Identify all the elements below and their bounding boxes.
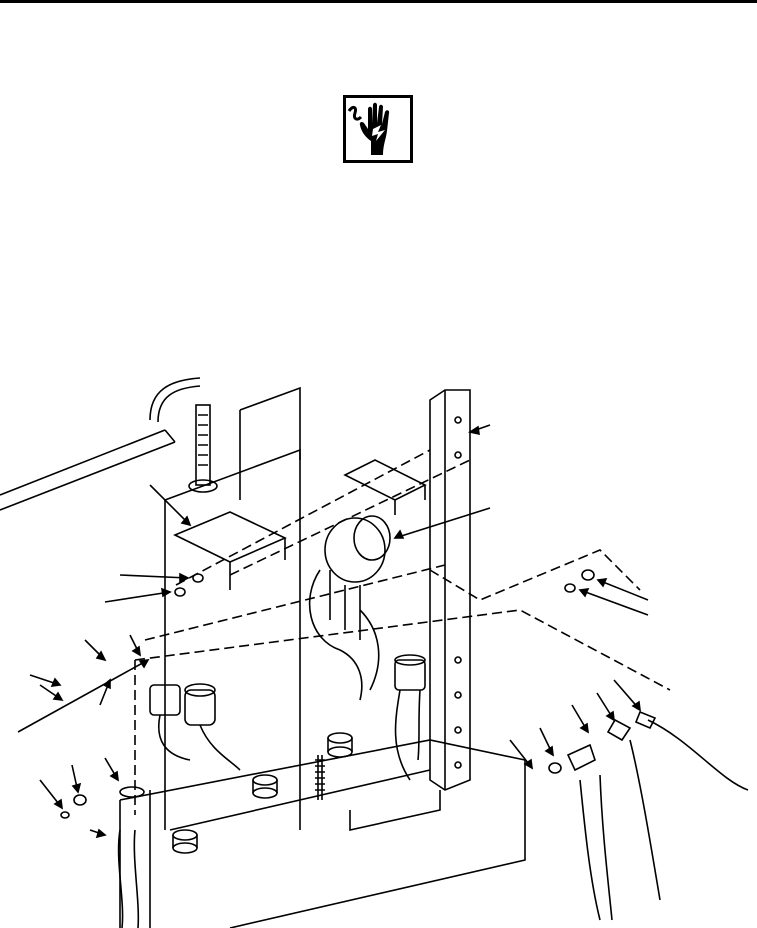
electrical-hazard-icon — [343, 95, 413, 163]
header-rule — [0, 0, 757, 3]
exploded-view-illustration — [0, 360, 757, 928]
